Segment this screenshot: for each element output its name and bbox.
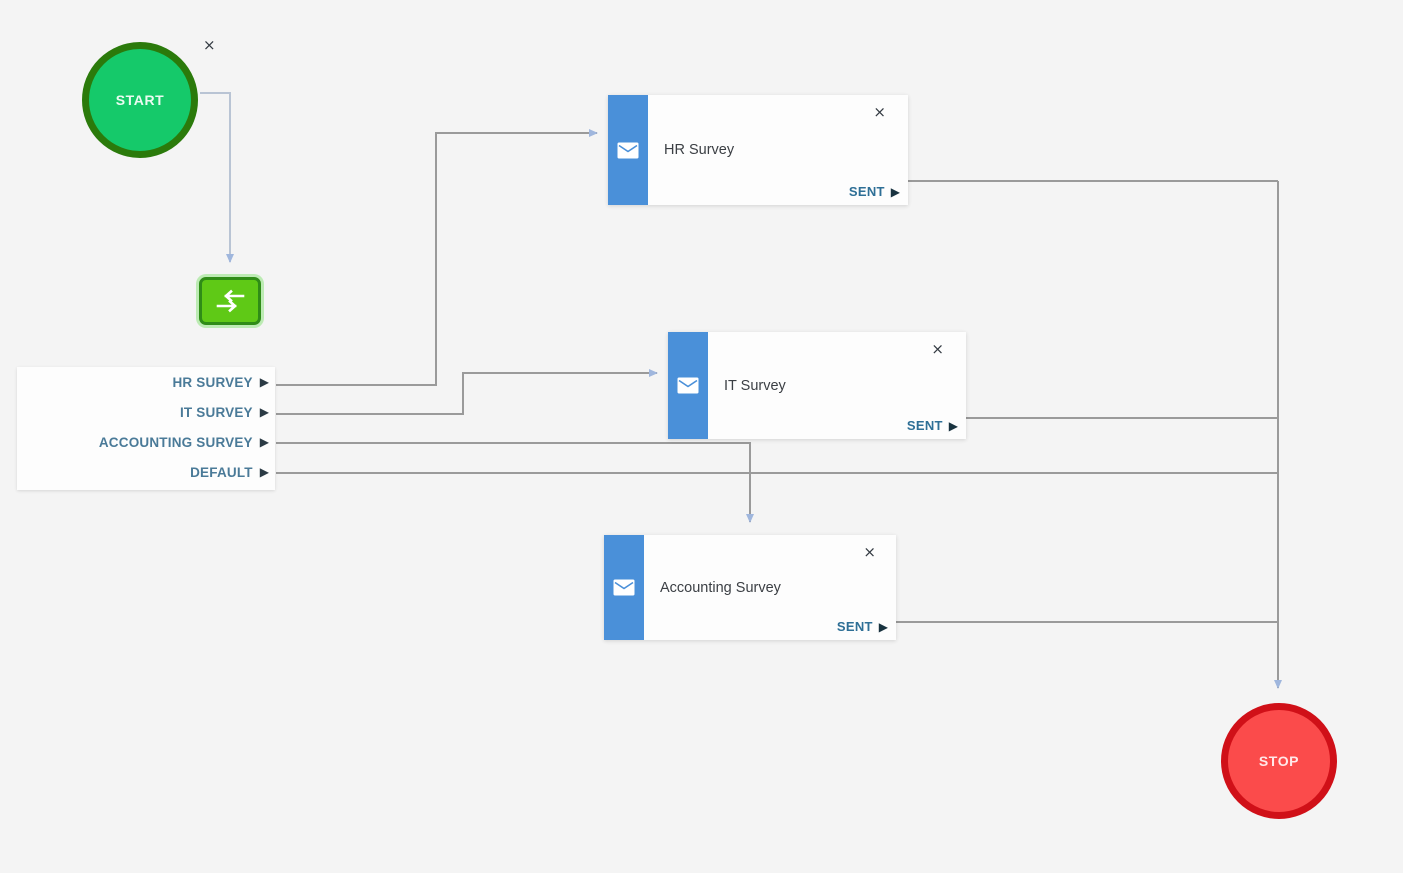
sent-label: SENT <box>848 184 885 199</box>
email-card-accounting-survey[interactable]: × Accounting Survey SENT ▶ <box>604 535 896 640</box>
card-output-port-sent[interactable]: SENT ▶ <box>837 619 888 634</box>
branch-port-label: IT SURVEY <box>179 404 253 420</box>
envelope-icon <box>677 377 699 394</box>
sent-label: SENT <box>836 619 873 634</box>
branch-port-label: ACCOUNTING SURVEY <box>98 434 253 450</box>
port-arrow-icon: ▶ <box>948 418 958 433</box>
port-arrow-icon: ▶ <box>259 465 269 479</box>
branch-port-default[interactable]: DEFAULT ▶ <box>17 457 275 487</box>
card-accent-strip <box>604 535 644 640</box>
branch-port-hr-survey[interactable]: HR SURVEY ▶ <box>17 367 275 397</box>
start-label: START <box>115 92 165 108</box>
close-icon-it-survey[interactable]: × <box>931 340 944 358</box>
branch-port-accounting-survey[interactable]: ACCOUNTING SURVEY ▶ <box>17 427 275 457</box>
email-card-hr-survey[interactable]: × HR Survey SENT ▶ <box>608 95 908 205</box>
branch-port-label: DEFAULT <box>190 464 253 480</box>
card-accent-strip <box>668 332 708 439</box>
card-title: Accounting Survey <box>660 579 781 596</box>
card-output-port-sent[interactable]: SENT ▶ <box>849 184 900 199</box>
port-arrow-icon: ▶ <box>259 435 269 449</box>
email-card-it-survey[interactable]: × IT Survey SENT ▶ <box>668 332 966 439</box>
port-arrow-icon: ▶ <box>878 619 888 634</box>
condition-branch-node[interactable]: HR SURVEY ▶ IT SURVEY ▶ ACCOUNTING SURVE… <box>17 367 275 490</box>
branch-port-it-survey[interactable]: IT SURVEY ▶ <box>17 397 275 427</box>
stop-label: STOP <box>1258 753 1300 769</box>
close-icon-accounting-survey[interactable]: × <box>863 543 876 561</box>
card-accent-strip <box>608 95 648 205</box>
card-title: IT Survey <box>724 377 786 394</box>
port-arrow-icon: ▶ <box>890 184 900 199</box>
envelope-icon <box>613 579 635 596</box>
switch-arrows-icon <box>216 289 245 313</box>
envelope-icon <box>617 142 639 158</box>
close-icon-hr-survey[interactable]: × <box>873 103 886 121</box>
switch-node[interactable] <box>199 277 261 325</box>
start-node[interactable]: START <box>82 42 198 158</box>
card-title: HR Survey <box>664 142 735 158</box>
stop-node[interactable]: STOP <box>1221 703 1337 819</box>
close-icon-start[interactable]: × <box>203 36 216 54</box>
card-output-port-sent[interactable]: SENT ▶ <box>907 418 958 433</box>
branch-port-label: HR SURVEY <box>172 374 253 390</box>
port-arrow-icon: ▶ <box>259 405 269 419</box>
port-arrow-icon: ▶ <box>259 375 269 389</box>
sent-label: SENT <box>906 418 943 433</box>
